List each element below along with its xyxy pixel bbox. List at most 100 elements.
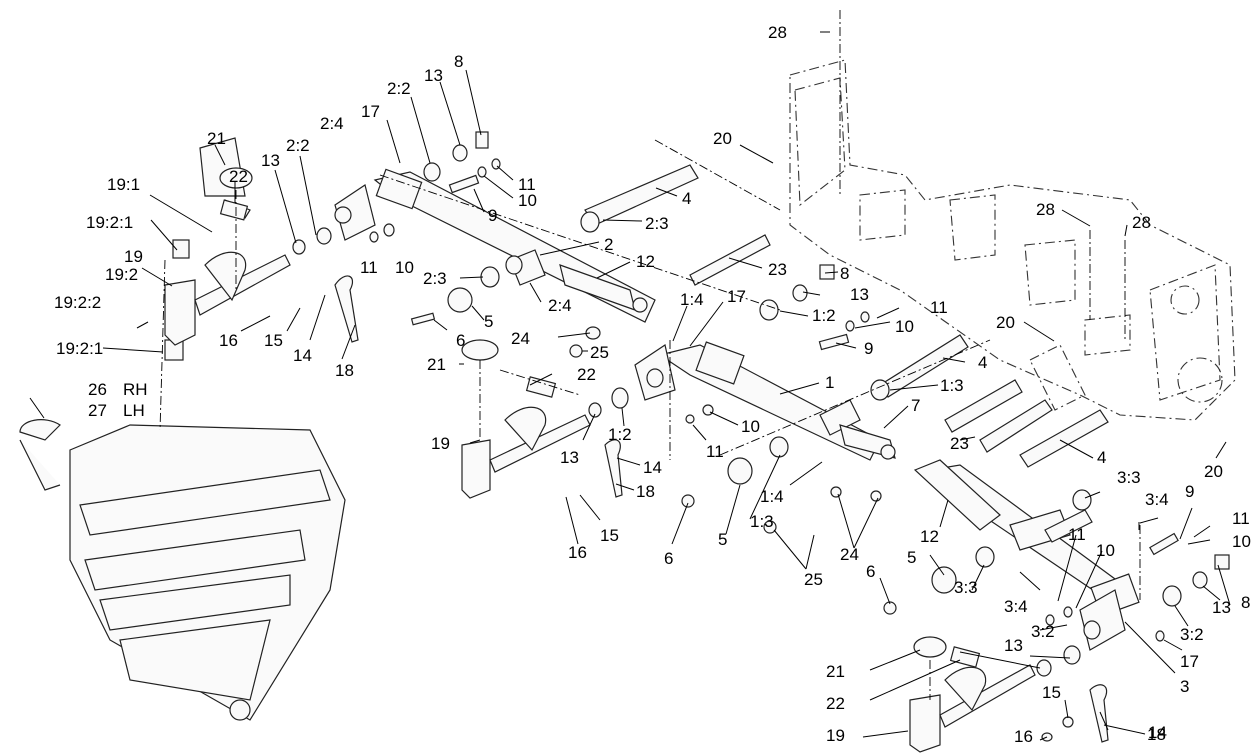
label-11-upper: 11 <box>518 175 536 194</box>
label-11-lower: 11 <box>1068 525 1086 544</box>
label-24-upper: 24 <box>511 329 530 348</box>
label-6-mid: 6 <box>664 549 673 568</box>
label-21-mid: 21 <box>427 355 446 374</box>
label-25-upper: 25 <box>590 343 609 362</box>
label-13-lower-left: 13 <box>1004 636 1023 655</box>
label-rh: RH <box>123 380 148 399</box>
label-15-upper: 15 <box>264 331 283 350</box>
label-1-2-mid: 1:2 <box>608 425 632 444</box>
label-11-mid: 11 <box>706 442 724 461</box>
label-1: 1 <box>825 373 834 392</box>
arm-assembly-3 <box>913 459 1140 651</box>
label-12-lower: 12 <box>920 527 939 546</box>
label-14-mid: 14 <box>643 458 662 477</box>
chains-clips <box>334 275 1109 743</box>
label-3-3-lower: 3:3 <box>954 578 978 597</box>
label-3-2-left: 3:2 <box>1031 622 1055 641</box>
label-7: 7 <box>911 396 920 415</box>
label-19-mid: 19 <box>431 434 450 453</box>
label-9-lower: 9 <box>1185 482 1194 501</box>
label-4-lower: 4 <box>1097 448 1106 467</box>
leader-lines <box>29 31 1231 741</box>
label-19-1: 19:1 <box>107 175 140 194</box>
label-19-2-1-upper: 19:2:1 <box>86 213 133 232</box>
label-6-upper: 6 <box>456 331 465 350</box>
label-20-right: 20 <box>996 313 1015 332</box>
label-1-4-upper: 1:4 <box>680 290 704 309</box>
label-26: 26 <box>88 380 107 399</box>
label-13-left: 13 <box>261 151 280 170</box>
label-20-upper: 20 <box>713 129 732 148</box>
arm-assembly-1 <box>634 341 896 461</box>
label-17-lower: 17 <box>1180 652 1199 671</box>
label-2: 2 <box>604 235 613 254</box>
label-8-lower: 8 <box>1241 593 1250 612</box>
label-19-2-2: 19:2:2 <box>54 293 101 312</box>
label-4-upper: 4 <box>682 189 691 208</box>
label-2-2-upper: 2:2 <box>387 79 411 98</box>
label-18-upper: 18 <box>335 361 354 380</box>
label-4-mid: 4 <box>978 353 987 372</box>
label-9-mid: 9 <box>864 339 873 358</box>
label-1-4-lower: 1:4 <box>760 487 784 506</box>
label-16-lower: 16 <box>1014 727 1033 746</box>
label-22-mid: 22 <box>577 365 596 384</box>
label-18-mid: 18 <box>636 482 655 501</box>
label-27: 27 <box>88 401 107 420</box>
label-10-right-upper: 10 <box>895 317 914 336</box>
label-14-lower: 14 <box>1148 723 1167 742</box>
label-2-3-mid: 2:3 <box>423 269 447 288</box>
label-1-3-lower: 1:3 <box>750 512 774 531</box>
label-16-mid: 16 <box>568 543 587 562</box>
label-3-4-lower: 3:4 <box>1004 597 1028 616</box>
label-17-upper: 17 <box>361 102 380 121</box>
label-12-upper: 12 <box>636 252 655 271</box>
label-14-upper: 14 <box>293 346 312 365</box>
label-20-lower: 20 <box>1204 462 1223 481</box>
label-23-upper: 23 <box>768 260 787 279</box>
label-8-mid: 8 <box>840 264 849 283</box>
label-10-mid: 10 <box>741 417 760 436</box>
label-15-mid: 15 <box>600 526 619 545</box>
label-15-lower: 15 <box>1042 683 1061 702</box>
hardware <box>164 131 1230 742</box>
label-22-upper: 22 <box>229 167 248 186</box>
label-10-lower: 10 <box>1096 541 1115 560</box>
label-11-right-upper: 11 <box>930 298 948 317</box>
label-2-3-upper: 2:3 <box>645 214 669 233</box>
main-frame <box>789 59 1236 421</box>
label-23-lower: 23 <box>950 434 969 453</box>
label-13-upper: 13 <box>424 66 443 85</box>
label-lh: LH <box>123 401 145 420</box>
alignment-lines <box>159 10 1141 700</box>
label-13-lower-right: 13 <box>1212 598 1231 617</box>
label-21-upper: 21 <box>207 129 226 148</box>
arm-assembly-2 <box>334 168 656 323</box>
label-19-upper: 19 <box>124 247 143 266</box>
carrier-frames <box>164 167 1036 753</box>
pins-shafts <box>584 164 1109 543</box>
label-3-2-right: 3:2 <box>1180 625 1204 644</box>
label-28-right-a: 28 <box>1036 200 1055 219</box>
label-1-3-upper: 1:3 <box>940 376 964 395</box>
label-28-right-b: 28 <box>1132 213 1151 232</box>
label-9-upper: 9 <box>488 206 497 225</box>
label-2-4-mid: 2:4 <box>548 296 572 315</box>
label-3: 3 <box>1180 677 1189 696</box>
label-8-upper: 8 <box>454 52 463 71</box>
label-11-mid-left: 11 <box>360 258 378 277</box>
label-21-lower: 21 <box>826 662 845 681</box>
callout-labels: 28 8 13 2:2 21 2:4 17 2:2 13 19:1 22 11 … <box>54 23 1251 746</box>
label-10-upper: 10 <box>518 191 537 210</box>
label-17-mid: 17 <box>727 287 746 306</box>
label-2-2-left: 2:2 <box>286 136 310 155</box>
cutting-unit <box>19 419 346 721</box>
label-16-upper: 16 <box>219 331 238 350</box>
label-1-2-upper: 1:2 <box>812 306 836 325</box>
label-5-lower: 5 <box>907 548 916 567</box>
label-3-4-upper: 3:4 <box>1145 490 1169 509</box>
label-6-lower: 6 <box>866 562 875 581</box>
label-13-mid: 13 <box>850 285 869 304</box>
label-13-lower-mid: 13 <box>560 448 579 467</box>
